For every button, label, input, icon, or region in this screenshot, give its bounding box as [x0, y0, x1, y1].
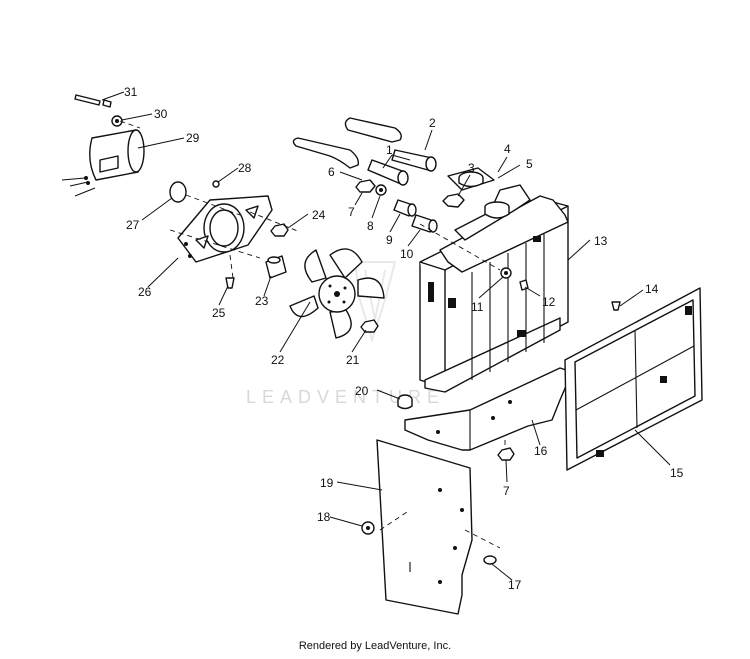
callout-leaders	[101, 91, 671, 581]
callout-4: 4	[504, 142, 511, 156]
callout-9: 9	[386, 233, 393, 247]
footer-credit: Rendered by LeadVenture, Inc.	[298, 640, 452, 652]
side-panel	[376, 439, 473, 615]
callout-16: 16	[534, 444, 548, 458]
hoses	[292, 117, 437, 186]
radiator	[419, 184, 569, 393]
callout-13: 13	[594, 234, 608, 248]
callout-22: 22	[271, 353, 285, 367]
callout-21: 21	[346, 353, 360, 367]
callout-28: 28	[238, 161, 252, 175]
motor-plate	[177, 195, 273, 263]
callout-29: 29	[186, 131, 200, 145]
alignment-lines	[119, 120, 506, 549]
radiator-cap	[447, 167, 495, 191]
callout-5: 5	[526, 157, 533, 171]
callout-11: 11	[471, 300, 484, 314]
fittings	[355, 179, 529, 291]
callout-19: 19	[320, 476, 334, 490]
callout-2: 2	[429, 116, 436, 130]
watermark-text: LEADVENTURE	[246, 387, 445, 407]
callout-23: 23	[255, 294, 269, 308]
callout-1: 1	[386, 143, 393, 157]
callout-27: 27	[126, 218, 140, 232]
grommets	[361, 394, 515, 565]
callout-20: 20	[355, 384, 369, 398]
callout-17: 17	[508, 578, 522, 592]
callout-24: 24	[312, 208, 326, 222]
callout-26: 26	[138, 285, 152, 299]
callout-31: 31	[124, 85, 138, 99]
callout-10: 10	[400, 247, 414, 261]
callout-30: 30	[154, 107, 168, 121]
fan-motor	[61, 129, 145, 197]
callout-7b: 7	[503, 484, 510, 498]
cooling-fan	[289, 248, 385, 339]
callout-15: 15	[670, 466, 684, 480]
callout-6: 6	[328, 165, 335, 179]
mounting-bracket	[404, 367, 573, 451]
callout-labels: 1 2 3 4 5 6 7 8 9 10 11 12 13 14 15 16 7…	[124, 85, 684, 592]
callout-25: 25	[212, 306, 226, 320]
callout-7: 7	[348, 205, 355, 219]
callout-18: 18	[317, 510, 331, 524]
bolt	[611, 301, 621, 311]
callout-8: 8	[367, 219, 374, 233]
motor-hardware	[74, 94, 379, 333]
callout-12: 12	[542, 295, 556, 309]
callout-3: 3	[468, 161, 475, 175]
callout-14: 14	[645, 282, 659, 296]
radiator-screen	[564, 287, 703, 471]
